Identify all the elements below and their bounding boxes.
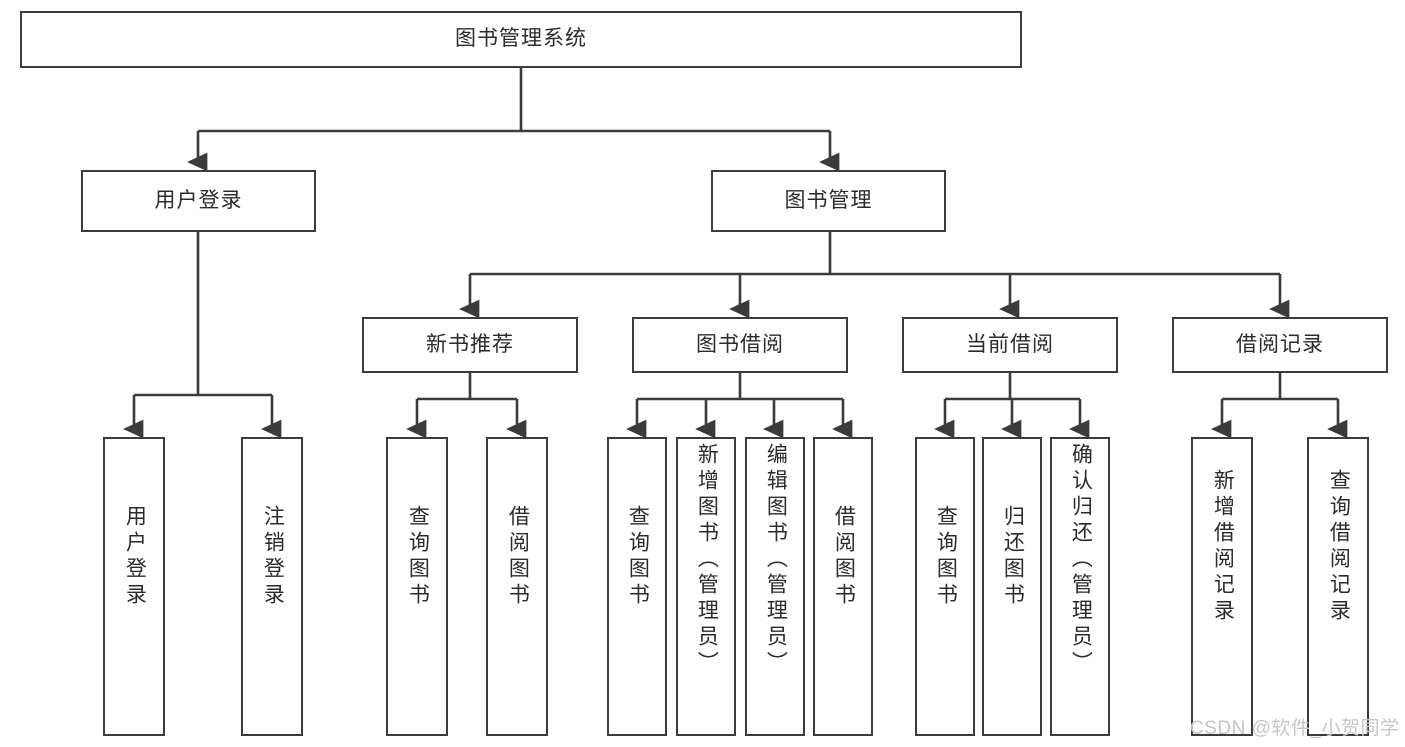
node-leaf-add-record-label: 新增借阅记录 — [1211, 469, 1235, 625]
node-borrow-record[interactable]: 借阅记录 — [1172, 317, 1388, 373]
node-user-login[interactable]: 用户登录 — [81, 170, 316, 232]
node-borrow-record-label: 借阅记录 — [1236, 332, 1324, 356]
node-new-book-recommend[interactable]: 新书推荐 — [362, 317, 578, 373]
node-leaf-add-book[interactable]: 新增图书（管理员） — [676, 437, 736, 736]
node-book-borrow[interactable]: 图书借阅 — [632, 317, 848, 373]
node-root[interactable]: 图书管理系统 — [20, 11, 1022, 68]
node-root-label: 图书管理系统 — [455, 27, 587, 51]
node-leaf-return-book[interactable]: 归还图书 — [982, 437, 1042, 736]
node-leaf-borrow-book-2-label: 借阅图书 — [832, 505, 856, 609]
node-current-borrow-label: 当前借阅 — [966, 332, 1054, 356]
node-book-borrow-label: 图书借阅 — [696, 332, 784, 356]
node-leaf-user-login-label: 用户登录 — [123, 505, 147, 609]
node-leaf-logout-login[interactable]: 注销登录 — [241, 437, 303, 736]
node-leaf-borrow-book-1[interactable]: 借阅图书 — [486, 437, 548, 736]
node-leaf-user-login[interactable]: 用户登录 — [103, 437, 165, 736]
node-leaf-return-book-label: 归还图书 — [1001, 505, 1025, 609]
node-leaf-borrow-book-1-label: 借阅图书 — [506, 505, 530, 609]
node-leaf-add-record[interactable]: 新增借阅记录 — [1191, 437, 1253, 736]
node-current-borrow[interactable]: 当前借阅 — [902, 317, 1118, 373]
csdn-watermark: CSDN @软件_小贺同学 — [1190, 718, 1400, 739]
node-leaf-query-book-3-label: 查询图书 — [934, 505, 958, 609]
node-leaf-logout-login-label: 注销登录 — [261, 505, 285, 609]
node-user-login-label: 用户登录 — [154, 188, 243, 212]
node-leaf-query-book-1-label: 查询图书 — [406, 505, 430, 609]
node-book-manage-label: 图书管理 — [784, 188, 873, 212]
node-leaf-edit-book[interactable]: 编辑图书（管理员） — [745, 437, 805, 736]
node-leaf-add-book-label: 新增图书（管理员） — [695, 443, 719, 677]
node-leaf-confirm-return-label: 确认归还（管理员） — [1069, 443, 1093, 677]
node-leaf-borrow-book-2[interactable]: 借阅图书 — [813, 437, 873, 736]
node-leaf-query-book-2-label: 查询图书 — [626, 505, 650, 609]
node-leaf-edit-book-label: 编辑图书（管理员） — [764, 443, 788, 677]
node-leaf-query-book-3[interactable]: 查询图书 — [915, 437, 975, 736]
node-leaf-query-record[interactable]: 查询借阅记录 — [1307, 437, 1369, 736]
node-book-manage[interactable]: 图书管理 — [711, 170, 946, 232]
node-leaf-query-book-2[interactable]: 查询图书 — [607, 437, 667, 736]
node-new-book-recommend-label: 新书推荐 — [426, 332, 514, 356]
node-leaf-query-record-label: 查询借阅记录 — [1327, 469, 1351, 625]
node-leaf-query-book-1[interactable]: 查询图书 — [386, 437, 448, 736]
node-leaf-confirm-return[interactable]: 确认归还（管理员） — [1050, 437, 1110, 736]
